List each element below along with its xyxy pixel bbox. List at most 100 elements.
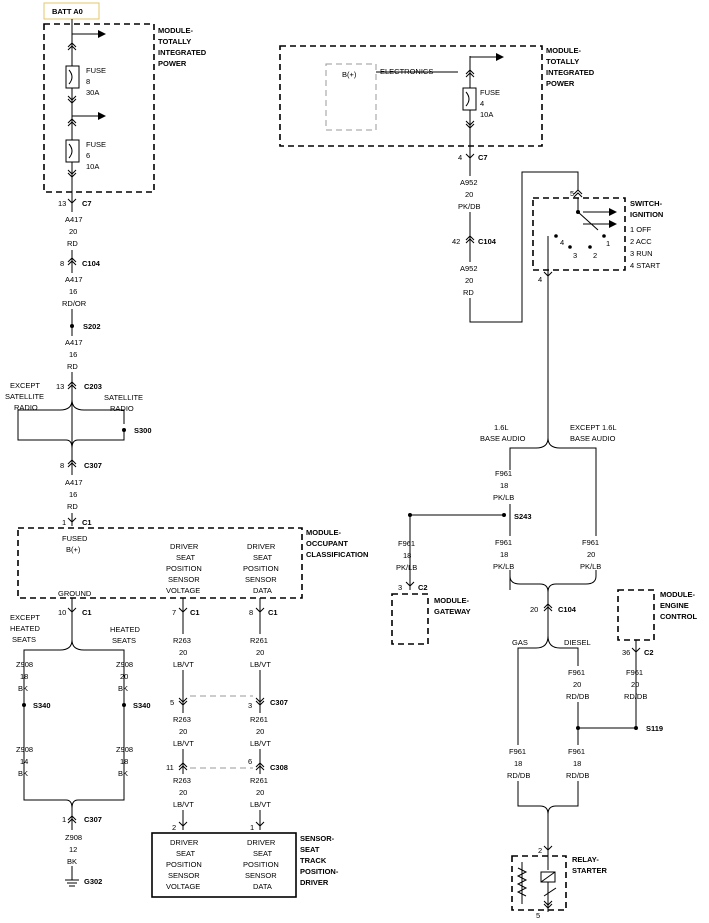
svg-text:10: 10	[58, 608, 66, 617]
svg-text:A417: A417	[65, 275, 83, 284]
svg-text:C104: C104	[478, 237, 497, 246]
svg-text:C7: C7	[82, 199, 92, 208]
svg-text:C104: C104	[82, 259, 101, 268]
svg-text:5: 5	[170, 698, 174, 707]
svg-text:C1: C1	[82, 518, 92, 527]
svg-text:SWITCH-: SWITCH-	[630, 199, 663, 208]
right-a952-chain: 4 C7 A952 20 PK/DB 42 C104 A952 20 RD	[452, 146, 579, 323]
sensor-seat-track-position: SENSOR- SEAT TRACK POSITION- DRIVER DRIV…	[151, 832, 339, 898]
svg-text:20: 20	[120, 672, 128, 681]
svg-text:PK/LB: PK/LB	[493, 493, 514, 502]
svg-text:Z908: Z908	[65, 833, 82, 842]
svg-text:R261: R261	[250, 636, 268, 645]
svg-text:EXCEPT: EXCEPT	[10, 381, 40, 390]
svg-text:BK: BK	[118, 769, 128, 778]
svg-text:42: 42	[452, 237, 460, 246]
module-engine-control: MODULE- ENGINE CONTROL 36 C2 F961 20 RD/…	[617, 589, 697, 728]
svg-text:A952: A952	[460, 264, 478, 273]
ground-branch: 10 C1 EXCEPT HEATED SEATS HEATED SEATS Z…	[10, 598, 151, 887]
svg-text:BK: BK	[118, 684, 128, 693]
svg-text:F961: F961	[582, 538, 599, 547]
svg-text:HEATED: HEATED	[110, 625, 140, 634]
svg-text:6: 6	[248, 757, 252, 766]
svg-text:1 OFF: 1 OFF	[630, 225, 652, 234]
svg-text:10A: 10A	[480, 110, 493, 119]
svg-text:Z908: Z908	[116, 660, 133, 669]
svg-text:C307: C307	[84, 461, 102, 470]
svg-text:20: 20	[179, 648, 187, 657]
svg-text:8: 8	[249, 608, 253, 617]
svg-text:BASE AUDIO: BASE AUDIO	[570, 434, 616, 443]
svg-text:C1: C1	[190, 608, 200, 617]
svg-text:C1: C1	[268, 608, 278, 617]
svg-text:FUSE: FUSE	[86, 140, 106, 149]
svg-text:FUSE: FUSE	[480, 88, 500, 97]
svg-text:R263: R263	[173, 636, 191, 645]
svg-text:DATA: DATA	[253, 586, 272, 595]
svg-text:4: 4	[538, 275, 542, 284]
svg-text:G302: G302	[84, 877, 102, 886]
svg-text:RD: RD	[463, 288, 474, 297]
svg-text:RADIO: RADIO	[14, 403, 38, 412]
svg-text:8: 8	[60, 259, 64, 268]
svg-text:MODULE-: MODULE-	[158, 26, 193, 35]
svg-text:POSITION: POSITION	[166, 860, 202, 869]
svg-text:Z908: Z908	[116, 745, 133, 754]
svg-text:LB/VT: LB/VT	[250, 739, 271, 748]
svg-text:3: 3	[398, 583, 402, 592]
tipm-right: MODULE- TOTALLY INTEGRATED POWER B(+) EL…	[279, 45, 595, 158]
svg-text:18: 18	[573, 759, 581, 768]
svg-text:PK/DB: PK/DB	[458, 202, 481, 211]
svg-text:SEATS: SEATS	[12, 635, 36, 644]
svg-text:GATEWAY: GATEWAY	[434, 607, 471, 616]
tipm-left: MODULE- TOTALLY INTEGRATED POWER	[43, 23, 207, 193]
svg-text:A417: A417	[65, 478, 83, 487]
svg-text:20: 20	[573, 680, 581, 689]
svg-text:1: 1	[606, 239, 610, 248]
svg-text:18: 18	[514, 759, 522, 768]
svg-text:C307: C307	[84, 815, 102, 824]
left-wire-chain: 13 C7 A417 20 RD 8 C104 A417 16 RD/OR S2…	[5, 198, 152, 527]
svg-text:R261: R261	[250, 776, 268, 785]
audio-split: 1.6L BASE AUDIO EXCEPT 1.6L BASE AUDIO F…	[396, 280, 617, 593]
svg-text:S202: S202	[83, 322, 101, 331]
svg-text:5: 5	[536, 911, 540, 920]
svg-text:SATELLITE: SATELLITE	[5, 392, 44, 401]
svg-text:R263: R263	[173, 776, 191, 785]
svg-text:RD/OR: RD/OR	[62, 299, 87, 308]
svg-text:BASE AUDIO: BASE AUDIO	[480, 434, 526, 443]
svg-text:8: 8	[86, 77, 90, 86]
svg-text:EXCEPT: EXCEPT	[10, 613, 40, 622]
svg-text:20: 20	[465, 190, 473, 199]
svg-text:TRACK: TRACK	[300, 856, 327, 865]
svg-text:CONTROL: CONTROL	[660, 612, 697, 621]
svg-text:SENSOR: SENSOR	[168, 575, 200, 584]
tipm-left-internals	[65, 19, 107, 205]
svg-text:PK/LB: PK/LB	[493, 562, 514, 571]
svg-text:2: 2	[172, 823, 176, 832]
svg-text:20: 20	[465, 276, 473, 285]
svg-text:SATELLITE: SATELLITE	[104, 393, 143, 402]
svg-text:PK/LB: PK/LB	[580, 562, 601, 571]
svg-text:VOLTAGE: VOLTAGE	[166, 586, 200, 595]
svg-text:POSITION: POSITION	[243, 860, 279, 869]
svg-text:F961: F961	[495, 469, 512, 478]
svg-text:12: 12	[69, 845, 77, 854]
svg-text:1.6L: 1.6L	[494, 423, 509, 432]
svg-text:RD/DB: RD/DB	[624, 692, 647, 701]
svg-text:B(+): B(+)	[342, 70, 357, 79]
svg-text:1: 1	[62, 518, 66, 527]
svg-text:SEAT: SEAT	[176, 849, 195, 858]
svg-text:POSITION: POSITION	[166, 564, 202, 573]
svg-text:RD/DB: RD/DB	[507, 771, 530, 780]
svg-text:RADIO: RADIO	[110, 404, 134, 413]
svg-text:R261: R261	[250, 715, 268, 724]
svg-text:4 START: 4 START	[630, 261, 661, 270]
svg-text:3: 3	[248, 701, 252, 710]
svg-text:A952: A952	[460, 178, 478, 187]
svg-text:4: 4	[560, 238, 564, 247]
svg-text:POSITION: POSITION	[243, 564, 279, 573]
svg-text:DRIVER: DRIVER	[300, 878, 329, 887]
svg-text:MODULE-: MODULE-	[546, 46, 581, 55]
